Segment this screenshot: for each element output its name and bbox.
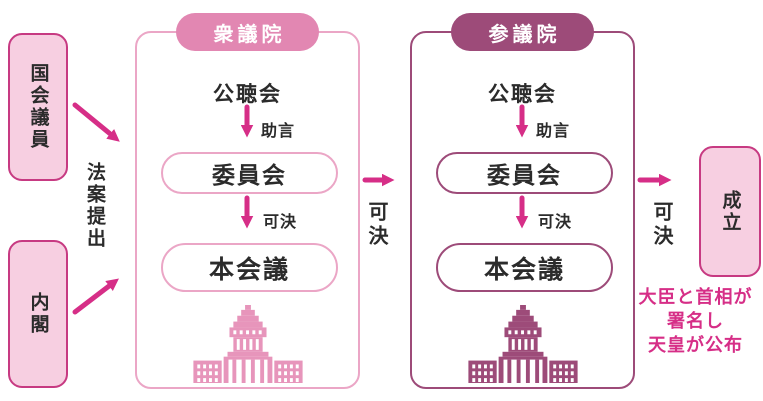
promulgation-note-line: 署名し bbox=[667, 310, 724, 331]
promulgation-note: 大臣と首相が 署名し 天皇が公布 bbox=[628, 286, 763, 357]
pass-after-upper-house-label: 可決 bbox=[650, 201, 672, 249]
lower-house-plenary-oval: 本会議 bbox=[161, 243, 338, 292]
lower-house-committee-label: 委員会 bbox=[212, 162, 287, 188]
diet-building-icon bbox=[192, 305, 303, 383]
upper-house-public-hearing-label: 公聴会 bbox=[488, 83, 557, 106]
lower-house-panel: 公聴会 助言 委員会 可決 本会議 bbox=[135, 31, 360, 389]
diet-member-label: 国会議員 bbox=[27, 63, 49, 151]
cabinet-label: 内閣 bbox=[27, 292, 49, 336]
upper-house-title: 参議院 bbox=[488, 23, 561, 46]
enacted-box: 成立 bbox=[699, 146, 761, 277]
lower-house-pass-label: 可決 bbox=[263, 214, 298, 231]
cabinet-box: 内閣 bbox=[8, 240, 68, 388]
lower-house-advice-label: 助言 bbox=[261, 123, 296, 140]
upper-house-advice-label: 助言 bbox=[536, 123, 571, 140]
upper-house-committee-label: 委員会 bbox=[487, 162, 562, 188]
enacted-label: 成立 bbox=[719, 189, 741, 234]
promulgation-note-line: 大臣と首相が bbox=[638, 287, 753, 307]
upper-house-plenary-oval: 本会議 bbox=[436, 243, 613, 292]
diet-building-icon bbox=[467, 305, 578, 383]
arrow-diet-member-to-lower-house bbox=[72, 102, 120, 142]
upper-house-committee-oval: 委員会 bbox=[436, 152, 613, 194]
diet-member-box: 国会議員 bbox=[8, 33, 68, 181]
upper-house-panel: 公聴会 助言 委員会 可決 本会議 bbox=[410, 31, 635, 389]
bill-submission-label: 法案提出 bbox=[84, 162, 105, 250]
upper-house-pass-label: 可決 bbox=[538, 214, 573, 231]
lower-house-public-hearing-label: 公聴会 bbox=[213, 83, 282, 106]
upper-house-plenary-label: 本会議 bbox=[483, 255, 565, 284]
upper-house-title-pill: 参議院 bbox=[451, 13, 594, 51]
promulgation-note-line: 天皇が公布 bbox=[648, 334, 743, 355]
pass-after-lower-house-label: 可決 bbox=[365, 201, 387, 249]
lower-house-title: 衆議院 bbox=[213, 23, 286, 46]
lower-house-title-pill: 衆議院 bbox=[176, 13, 319, 51]
arrow-cabinet-to-lower-house bbox=[72, 278, 119, 315]
lower-house-plenary-label: 本会議 bbox=[208, 255, 290, 284]
lower-house-committee-oval: 委員会 bbox=[161, 152, 338, 194]
